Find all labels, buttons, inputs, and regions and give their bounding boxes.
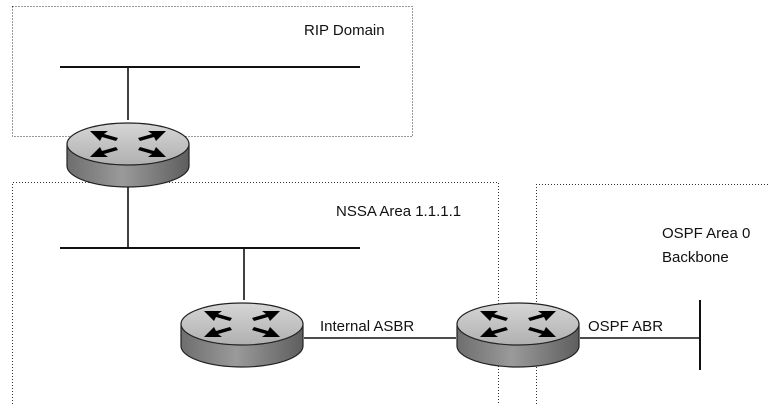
rip-domain-label: RIP Domain	[304, 22, 385, 39]
nssa-area-label: NSSA Area 1.1.1.1	[336, 203, 461, 220]
rip-domain-border	[12, 6, 413, 137]
backbone-label: Backbone	[662, 249, 729, 266]
router-icon[interactable]	[66, 122, 190, 188]
ospf-area-label: OSPF Area 0	[662, 225, 750, 242]
router-icon[interactable]	[456, 302, 580, 368]
router-icon[interactable]	[180, 302, 304, 368]
internal-asbr-label: Internal ASBR	[320, 318, 414, 335]
ospf-area-0-border	[536, 184, 769, 404]
ospf-abr-label: OSPF ABR	[588, 318, 663, 335]
